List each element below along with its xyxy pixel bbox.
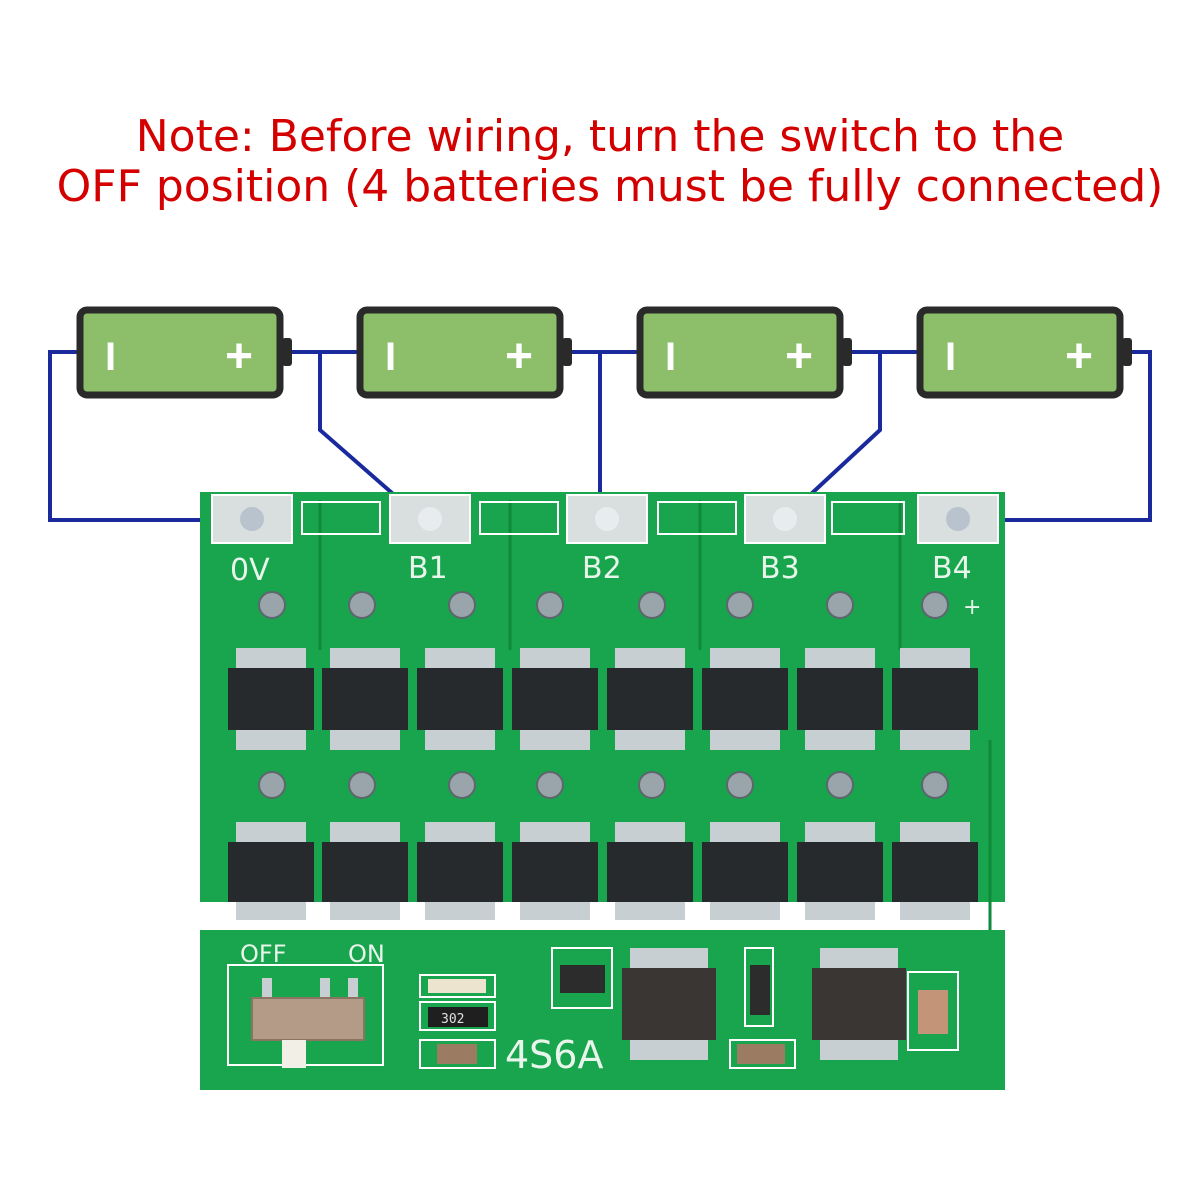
pad-b3 [744, 494, 826, 544]
battery-pos-label: + [505, 330, 533, 383]
note-line-2: OFF position (4 batteries must be fully … [56, 161, 1164, 212]
wire-b2 [570, 350, 602, 500]
pad-0v [211, 494, 293, 544]
transistor-component [560, 965, 605, 993]
resistor-code: 302 [441, 1012, 464, 1027]
diode-component [750, 965, 770, 1015]
battery-neg-label: I [385, 335, 396, 379]
pad-label-0v: 0V [230, 553, 270, 588]
pad-label-b1: B1 [408, 551, 448, 586]
battery-3: I + [636, 306, 852, 399]
led-component [428, 979, 486, 993]
capacitor-component-3 [918, 990, 948, 1034]
pad-label-b3: B3 [760, 551, 800, 586]
mosfet-row-2 [228, 822, 978, 920]
pad-b2 [566, 494, 648, 544]
pad-label-b2: B2 [582, 551, 622, 586]
pad-b1 [389, 494, 471, 544]
board-model-label: 4S6A [505, 1033, 603, 1077]
battery-icon [636, 306, 852, 399]
mosfet-row-1 [228, 648, 978, 750]
resistor-component [428, 1007, 488, 1027]
switch-off-label: OFF [240, 940, 287, 968]
wire-b4 [995, 350, 1152, 522]
slide-switch[interactable] [251, 978, 365, 1068]
ic-chip-2 [812, 948, 906, 1060]
pad-b4 [917, 494, 999, 544]
vias-row-1 [258, 591, 949, 619]
battery-2: I + [356, 306, 572, 399]
capacitor-component-2 [737, 1044, 785, 1064]
battery-icon [76, 306, 292, 399]
battery-4: I + [916, 306, 1132, 399]
battery-1: I + [76, 306, 292, 399]
pad-label-b4: B4 [932, 551, 972, 586]
switch-on-label: ON [348, 940, 385, 968]
battery-icon [916, 306, 1132, 399]
note-line-1: Note: Before wiring, turn the switch to … [135, 111, 1065, 162]
wires [48, 350, 1152, 522]
pcb-board: 0V B1 B2 B3 B4 + [200, 492, 1005, 1090]
battery-neg-label: I [945, 335, 956, 379]
capacitor-component [437, 1044, 477, 1064]
ic-chip-1 [622, 948, 716, 1060]
wire-0v [48, 350, 205, 522]
battery-pos-label: + [1065, 330, 1093, 383]
battery-icon [356, 306, 572, 399]
battery-pos-label: + [785, 330, 813, 383]
vias-row-2 [258, 771, 949, 799]
battery-pos-label: + [225, 330, 253, 383]
battery-neg-label: I [105, 335, 116, 379]
battery-neg-label: I [665, 335, 676, 379]
plus-mark: + [963, 595, 981, 620]
